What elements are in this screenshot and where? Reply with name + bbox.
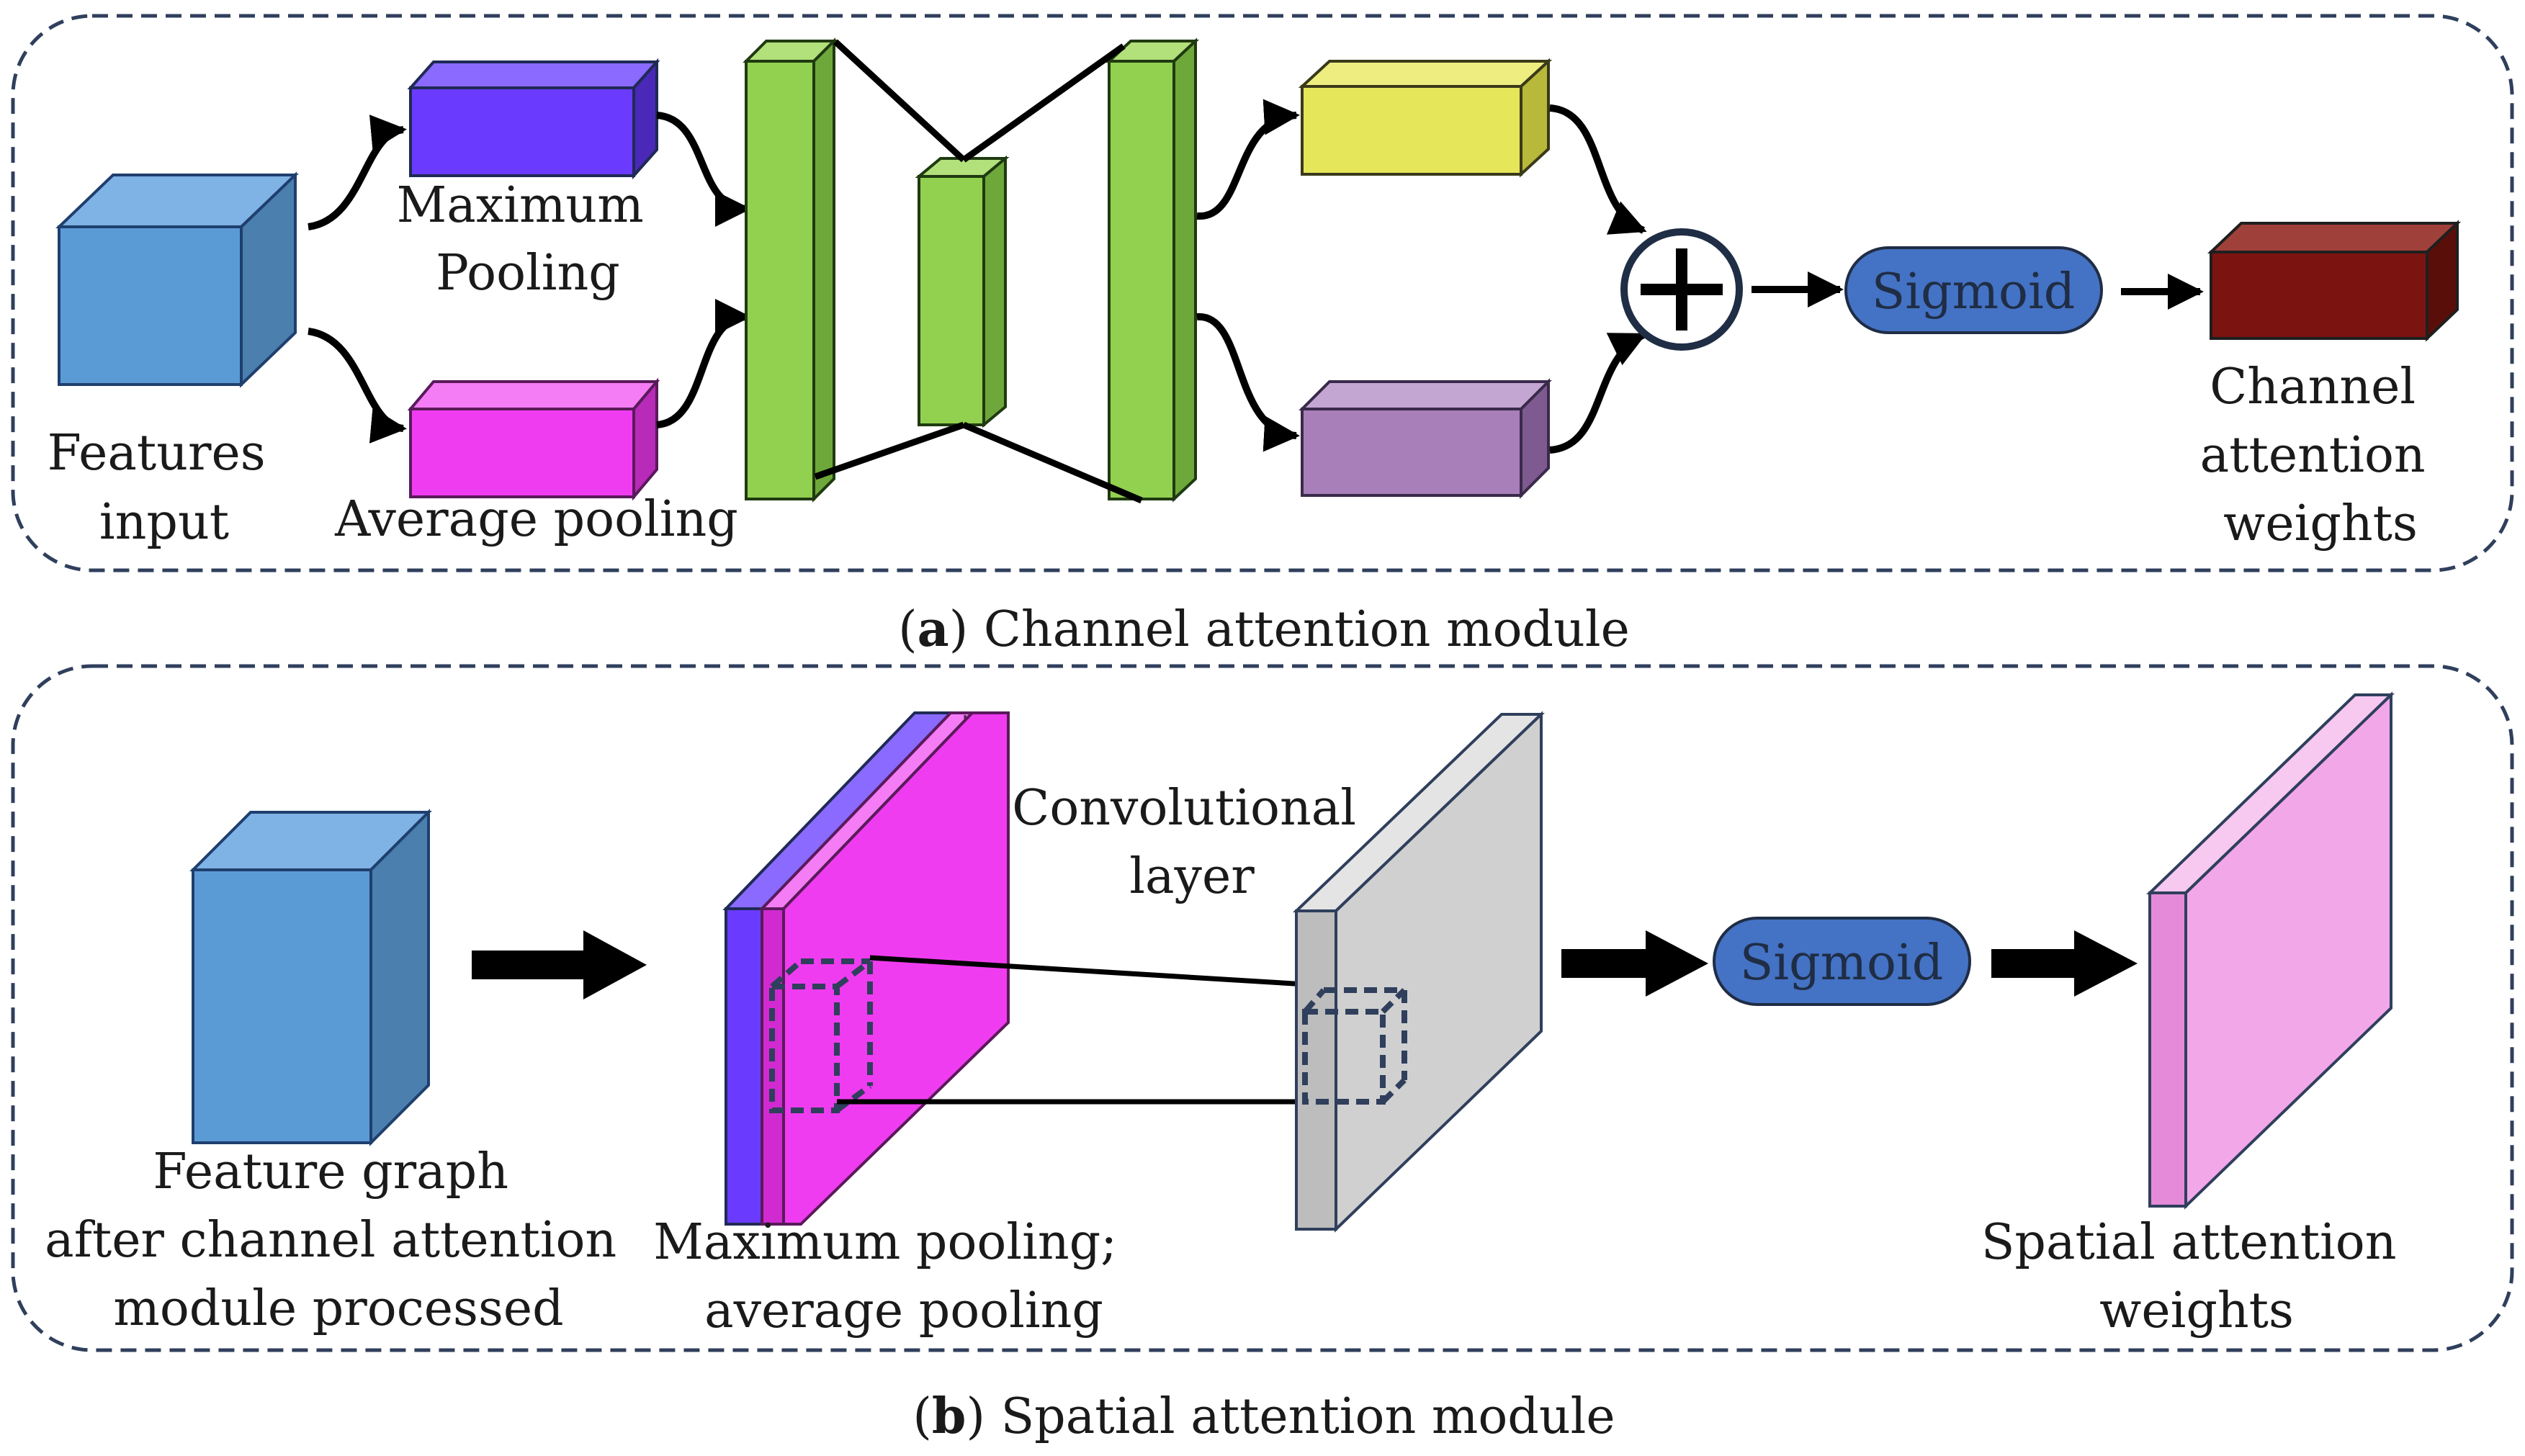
mlp-connection-lines [814, 39, 1143, 504]
caption-b: (b) Spatial attention module [912, 1388, 1615, 1445]
avg-pooling-block [407, 377, 660, 501]
arrow-conv-to-sigmoid [1561, 930, 1708, 997]
sigmoid-label-b: Sigmoid [1740, 935, 1944, 992]
feature-graph-cube [189, 809, 432, 1146]
pooling-plates [722, 711, 1010, 1226]
arrow-sigmoid-to-spatial [1991, 930, 2138, 997]
mlp-output-max-block [1298, 58, 1553, 178]
arrow-input-to-maxpool [308, 114, 407, 230]
pooling-kernel-cube [769, 958, 873, 1113]
arrow-input-to-avgpool [308, 328, 407, 444]
mlp-hidden-layer [915, 155, 1010, 428]
features-input-cube [55, 171, 299, 388]
avg-pooling-label: Average pooling [334, 491, 738, 548]
features-input-label: Features input [48, 425, 282, 551]
conv-layer-label: Convolutional layer [1012, 780, 1371, 905]
mlp-output-layer [1105, 37, 1200, 503]
arrow-feature-to-pooling [472, 930, 647, 999]
feature-graph-label: Feature graph after channel attention mo… [45, 1143, 632, 1337]
channel-weights-block [2207, 220, 2461, 342]
arrow-avgpool-to-mlp [656, 299, 751, 428]
channel-weights-label: Channel attention weights [2200, 359, 2441, 552]
sigmoid-pill-a [1844, 246, 2103, 334]
arrow-bottom-output-to-sum [1549, 331, 1647, 454]
sum-node-icon [1620, 228, 1743, 351]
max-pooling-block [407, 58, 660, 180]
caption-a: (a) Channel attention module [898, 601, 1630, 658]
sigmoid-pill-b [1713, 917, 1971, 1006]
mlp-input-layer [743, 37, 838, 503]
panel-b-frame [11, 664, 2514, 1352]
projection-lines [837, 955, 1386, 1105]
arrow-top-output-to-sum [1549, 104, 1647, 235]
pooling-label: Maximum pooling; average pooling [653, 1214, 1132, 1339]
sigmoid-label-a: Sigmoid [1872, 264, 2076, 320]
spatial-weights-label: Spatial attention weights [1981, 1214, 2412, 1339]
spatial-weights-plate [2146, 691, 2395, 1210]
conv-kernel-cube [1302, 987, 1407, 1105]
mlp-output-avg-block [1299, 378, 1552, 499]
max-pooling-label: Maximum Pooling [397, 177, 660, 302]
arrow-mlp-to-bottom-output [1196, 313, 1300, 452]
arrow-maxpool-to-mlp [656, 112, 751, 227]
arrow-mlp-to-top-output [1196, 99, 1300, 220]
